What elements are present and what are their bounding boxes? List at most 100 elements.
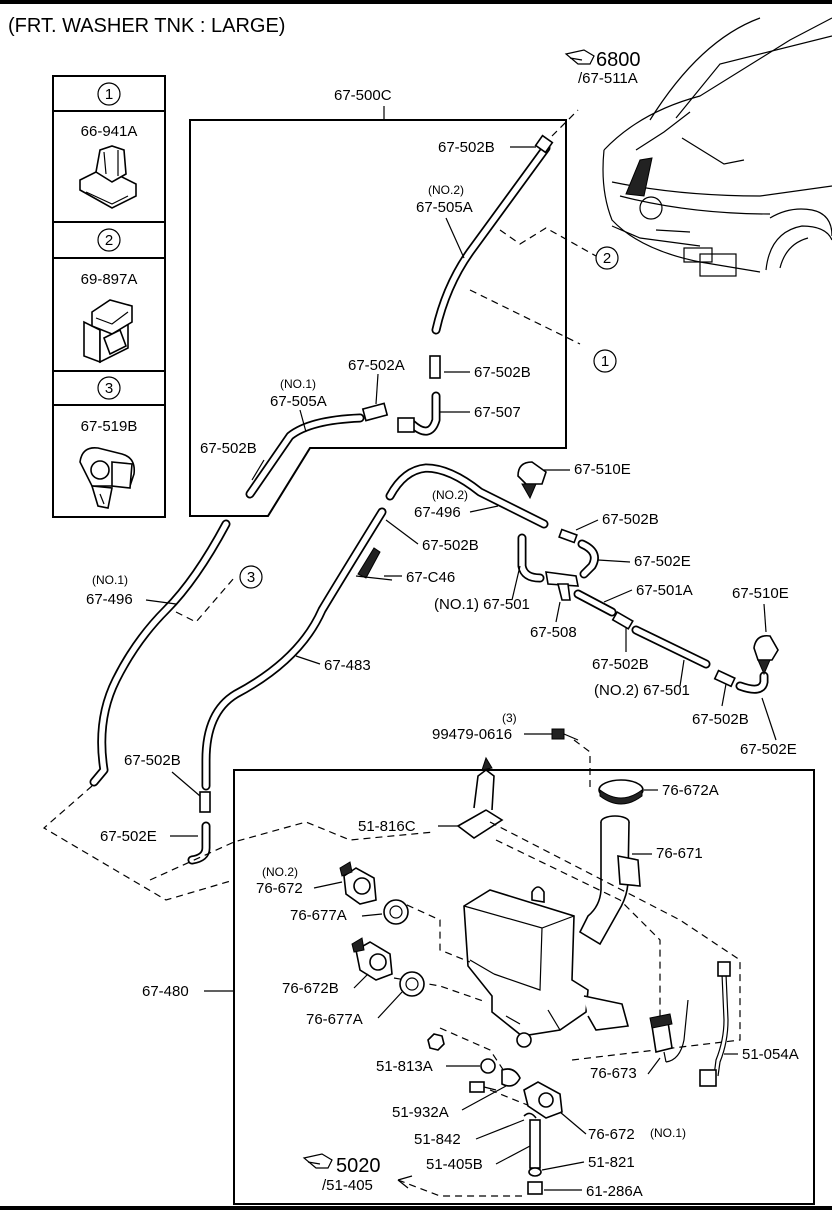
label-page: 6800	[596, 49, 641, 71]
screw-51-932a-icon	[469, 1081, 497, 1093]
label-l-51-813a: 51-813A	[376, 1058, 433, 1075]
grommet-76-677a-1	[383, 899, 409, 925]
legend-table: 1 66-941A 2 69-897A 3 67-519B	[52, 75, 166, 518]
label-l-67-502e-r: 67-502E	[634, 553, 691, 570]
label-l-51-842: 51-842	[414, 1131, 461, 1148]
legend-part-2: 69-897A	[81, 271, 138, 288]
hose-67-502e-left	[187, 821, 211, 865]
grommet-51-821	[528, 1167, 542, 1177]
label-l-no2-b: (NO.2)	[432, 488, 468, 502]
ref-6800: 6800 /67-511A	[564, 49, 641, 87]
callout-2	[595, 246, 619, 270]
washer-tank-67-480	[463, 886, 630, 1048]
label-l-51-932a: 51-932A	[392, 1104, 449, 1121]
label-l-no2-c: (NO.2)	[262, 865, 298, 879]
label-l-67-502b-r1: 67-502B	[602, 511, 659, 528]
label-l-76-677a-2: 76-677A	[306, 1011, 363, 1028]
label-sub: /67-511A	[578, 70, 638, 87]
legend-circle-1-num: 1	[105, 86, 113, 103]
label-l-67-507: 67-507	[474, 404, 521, 421]
callout-3	[239, 565, 263, 589]
label-l-67-502b-mid: 67-502B	[474, 364, 531, 381]
label-l-51-054a: 51-054A	[742, 1046, 799, 1063]
hose-67-507	[397, 391, 441, 436]
label-l-76-672b: 76-672B	[282, 980, 339, 997]
hose-67-501a	[573, 589, 617, 617]
hose-67-505a-no1	[245, 402, 389, 499]
label-l-no1-b: (NO.1)	[92, 573, 128, 587]
label-l-76-673: 76-673	[590, 1065, 637, 1082]
hose-67-502e-right2	[735, 671, 769, 694]
pump-76-672-no1	[523, 1081, 563, 1119]
label-l-51-405b: 51-405B	[426, 1156, 483, 1173]
label-l-67-501-2: (NO.2) 67-501	[594, 682, 690, 699]
ref-5020: 5020 /51-405	[302, 1153, 381, 1194]
label-l-67-501a: 67-501A	[636, 582, 693, 599]
nozzle-67-510e-top	[517, 461, 547, 500]
label-l-no2-a: (NO.2)	[428, 183, 464, 197]
label-l-67-500c: 67-500C	[334, 87, 392, 104]
cap-76-672a-icon	[598, 779, 644, 805]
pump-76-672b	[351, 937, 393, 981]
label-l-67-502e-left: 67-502E	[100, 828, 157, 845]
label-l-76-672: 76-672	[256, 880, 303, 897]
clip-67-519b-icon	[79, 446, 136, 509]
hose-assembly-box: 67-500C	[189, 87, 567, 517]
label-l-67-480: 67-480	[142, 983, 189, 1000]
label-l-67-505a-1: 67-505A	[270, 393, 327, 410]
harness-51-054a	[699, 961, 731, 1087]
legend-part-3: 67-519B	[81, 418, 138, 435]
label-l-67-510e-top: 67-510E	[574, 461, 631, 478]
sensor-76-673	[649, 1013, 673, 1063]
callout-1	[593, 349, 617, 373]
hose-67-502e-right	[577, 539, 599, 579]
legend-part-1: 66-941A	[81, 123, 138, 140]
legend-circle-3-num: 3	[105, 380, 113, 397]
label-l-51-821: 51-821	[588, 1154, 635, 1171]
screw-99479-icon	[551, 728, 579, 741]
washer-tank-box	[233, 769, 815, 1205]
clip-69-897a-icon	[83, 299, 133, 364]
tube-51-405b	[529, 1119, 541, 1169]
label-l-67-496-2: 67-496	[414, 504, 461, 521]
clamp-51-932a	[501, 1068, 521, 1087]
label-l-76-677a-1: 76-677A	[290, 907, 347, 924]
cap-61-286a	[527, 1181, 543, 1195]
diagram-title: (FRT. WASHER TNK : LARGE)	[8, 15, 285, 37]
label-l-67-502b-r2: 67-502B	[592, 656, 649, 673]
label-c2: 2	[603, 250, 611, 267]
grommet-51-813a	[480, 1058, 496, 1074]
label-l-76-672-no1: 76-672	[588, 1126, 635, 1143]
label-l-67-510e-r: 67-510E	[732, 585, 789, 602]
label-l-67-502b-left: 67-502B	[124, 752, 181, 769]
label-l-no1-a: (NO.1)	[280, 377, 316, 391]
label-c1: 1	[601, 353, 609, 370]
legend-circle-3	[97, 376, 121, 400]
clip-67-c46-icon	[355, 547, 393, 581]
legend-circle-1	[97, 82, 121, 106]
label-l-67-505a-2: 67-505A	[416, 199, 473, 216]
connector-67-508	[545, 571, 579, 601]
hose-67-496-no2	[385, 463, 549, 529]
clip-66-941a-icon	[79, 145, 137, 209]
label-l-67-502a: 67-502A	[348, 357, 405, 374]
label-l-67-508: 67-508	[530, 624, 577, 641]
label-l-67-c46: 67-C46	[406, 569, 455, 586]
hose-67-505a-no2	[429, 134, 554, 379]
label-l-67-502b-top: 67-502B	[438, 139, 495, 156]
label-l-67-483: 67-483	[324, 657, 371, 674]
legend-circle-2	[97, 228, 121, 252]
hose-67-496-no1	[89, 519, 231, 787]
hose-67-501-no2	[631, 625, 711, 669]
label-l-51-816c: 51-816C	[358, 818, 416, 835]
label-l-67-502b-r3: 67-502B	[692, 711, 749, 728]
label-l-67-502e-r2: 67-502E	[740, 741, 797, 758]
label-c3: 3	[247, 569, 255, 586]
hose-67-501-no1	[517, 533, 545, 583]
label-l-no1-c: (NO.1)	[650, 1126, 686, 1140]
label-l-76-671: 76-671	[656, 845, 703, 862]
pump-76-672-no2	[339, 861, 377, 905]
label-l-76-672a: 76-672A	[662, 782, 719, 799]
grommet-76-677a-2	[399, 971, 425, 997]
